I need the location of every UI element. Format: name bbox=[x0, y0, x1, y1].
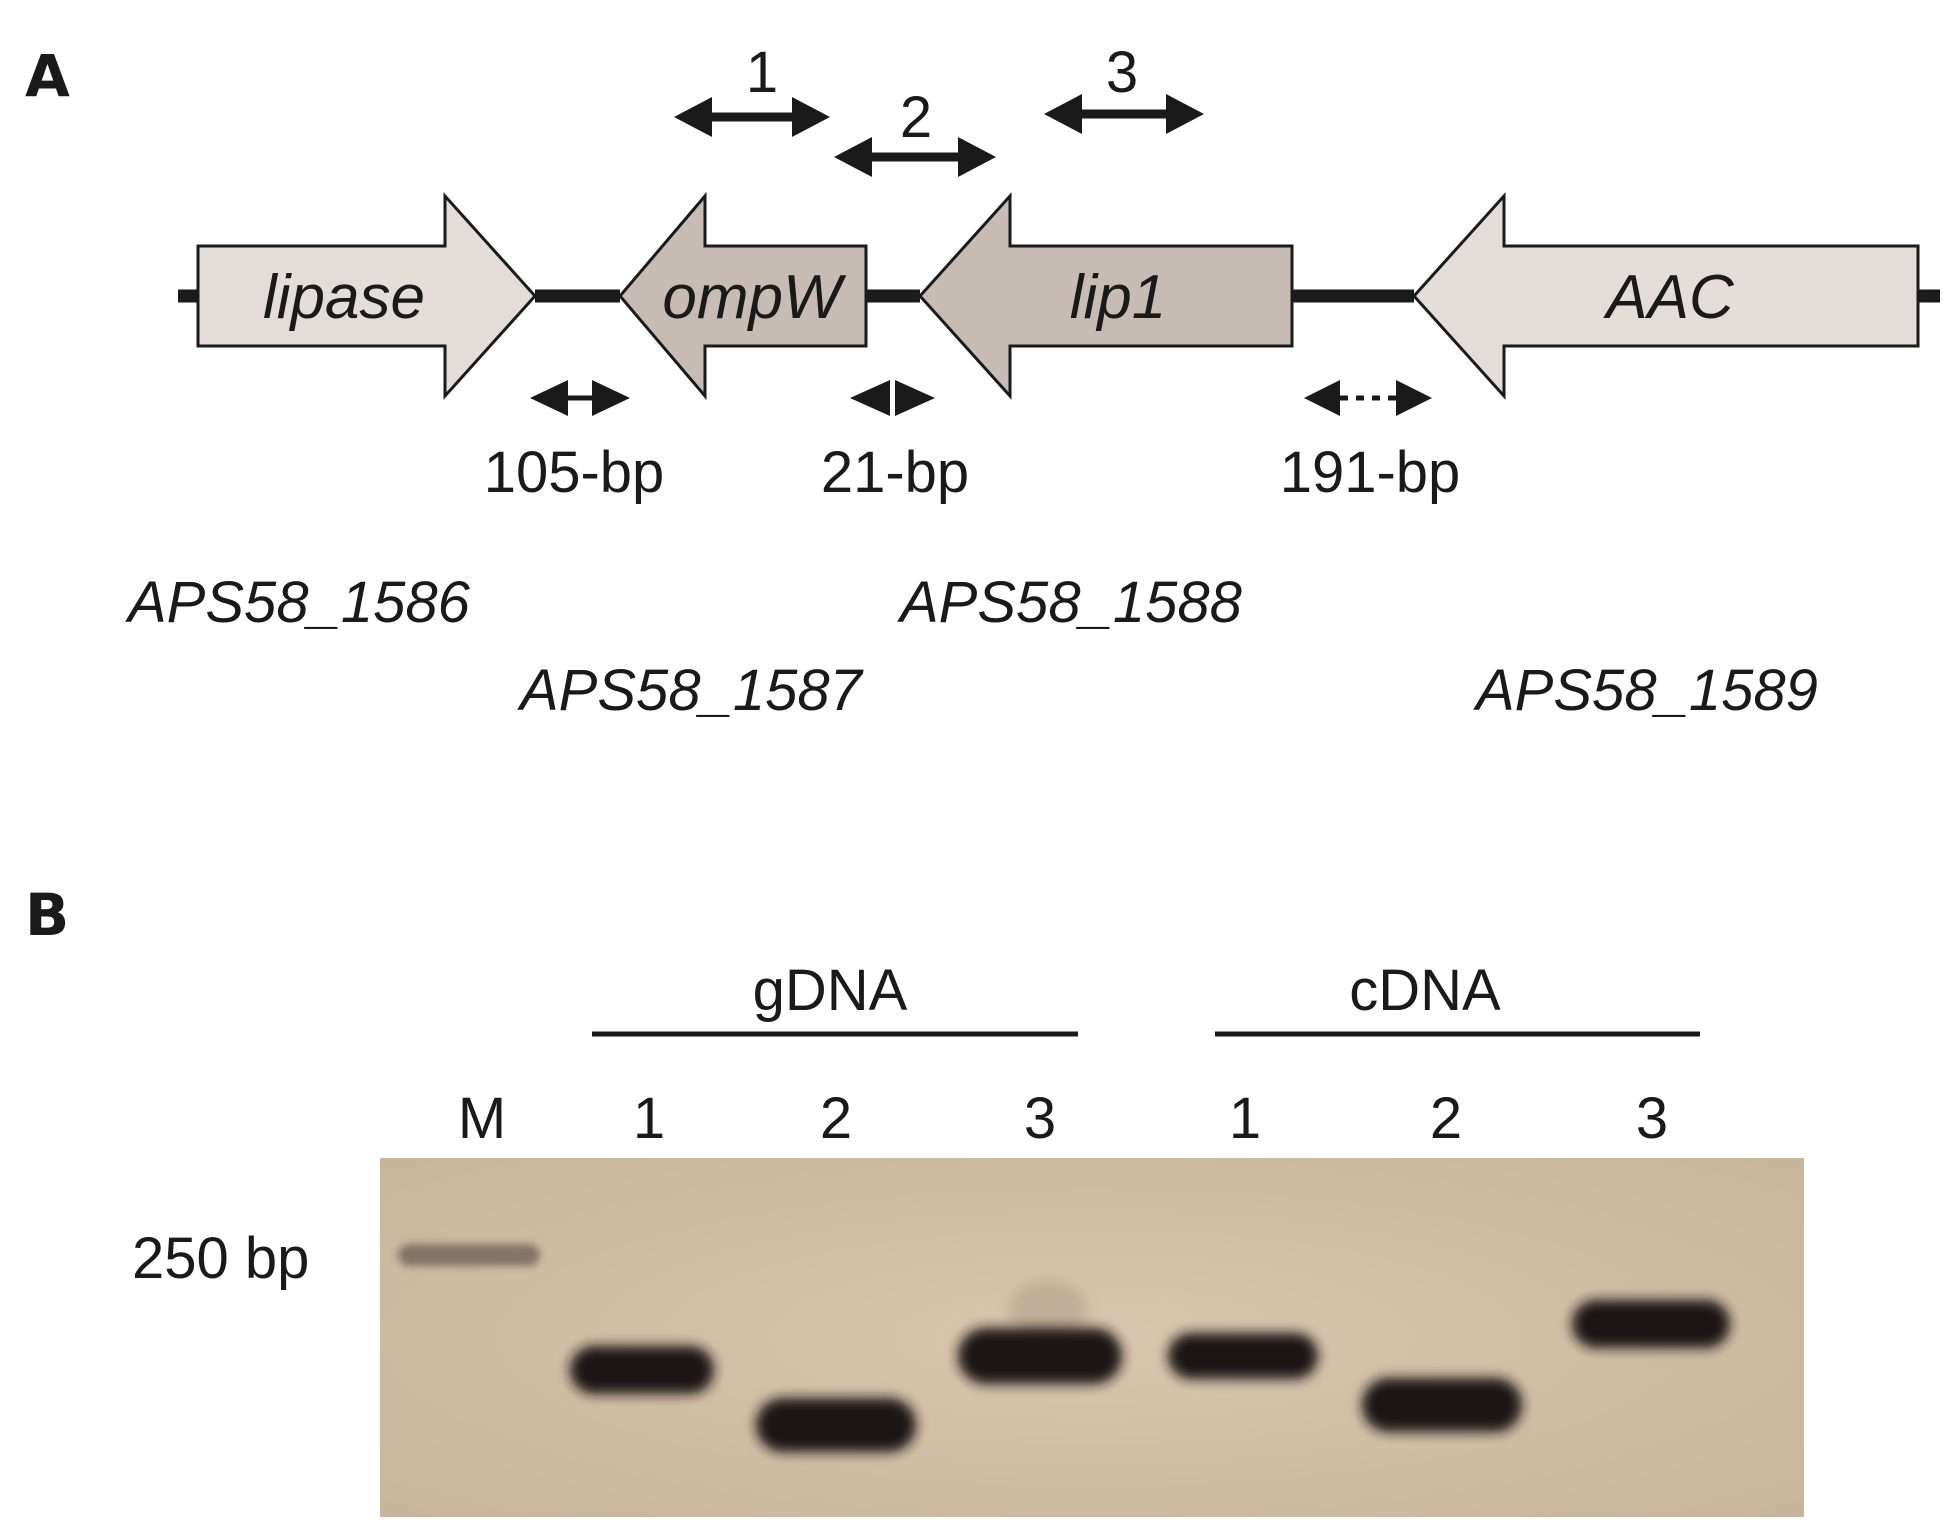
gap-label-21: 21-bp bbox=[821, 440, 969, 505]
amplicon-arrows bbox=[674, 94, 1204, 177]
amplicon-label-2: 2 bbox=[900, 85, 932, 150]
size-label-250bp: 250 bp bbox=[132, 1226, 309, 1291]
lane-label-cdna-1: 1 bbox=[1229, 1086, 1261, 1151]
gel-image bbox=[380, 1158, 1804, 1517]
gene-label-AAC: AAC bbox=[1602, 263, 1735, 332]
gene-ompW: ompW bbox=[618, 191, 868, 401]
lane-label-gdna-1: 1 bbox=[633, 1086, 665, 1151]
panel-b-label: B bbox=[25, 881, 69, 949]
locus-label-1587: APS58_1587 bbox=[517, 658, 865, 723]
lane-label-gdna-2: 2 bbox=[820, 1086, 852, 1151]
amplicon-arrow-2 bbox=[834, 137, 996, 177]
gene-lipase: lipase bbox=[196, 192, 538, 400]
gene-lip1: lip1 bbox=[917, 192, 1294, 400]
band-cdna-2 bbox=[1362, 1378, 1522, 1432]
gap-marker-21 bbox=[850, 380, 935, 416]
gene-AAC: AAC bbox=[1411, 192, 1920, 400]
band-cdna-3 bbox=[1572, 1300, 1730, 1348]
panel-a-label: A bbox=[25, 42, 70, 110]
band-gdna-3 bbox=[958, 1328, 1122, 1384]
gene-arrow-lipase bbox=[196, 192, 538, 400]
gap-label-191: 191-bp bbox=[1280, 440, 1461, 505]
gene-arrow-lip1 bbox=[917, 192, 1294, 400]
group-label-cdna: cDNA bbox=[1349, 958, 1501, 1023]
gene-label-lipase: lipase bbox=[263, 263, 425, 332]
gap-marker-105 bbox=[530, 380, 630, 416]
lane-label-marker: M bbox=[458, 1086, 506, 1151]
band-cdna-1 bbox=[1168, 1333, 1318, 1379]
amplicon-label-1: 1 bbox=[746, 40, 778, 105]
gene-arrow-AAC bbox=[1411, 192, 1920, 400]
gene-label-ompW: ompW bbox=[662, 263, 847, 332]
marker-band-250bp bbox=[398, 1244, 540, 1266]
lane-label-cdna-2: 2 bbox=[1430, 1086, 1462, 1151]
gap-marker-191 bbox=[1304, 380, 1432, 416]
locus-label-1589: APS58_1589 bbox=[1473, 658, 1818, 723]
lane-label-cdna-3: 3 bbox=[1636, 1086, 1668, 1151]
amplicon-label-3: 3 bbox=[1106, 40, 1138, 105]
amplicon-arrow-1 bbox=[674, 97, 830, 137]
band-gdna-1 bbox=[570, 1346, 714, 1394]
gene-arrow-ompW bbox=[618, 191, 868, 401]
amplicon-arrow-3 bbox=[1044, 94, 1204, 134]
gene-label-lip1: lip1 bbox=[1070, 263, 1167, 332]
intergenic-markers bbox=[530, 380, 1432, 416]
group-label-gdna: gDNA bbox=[753, 958, 908, 1023]
smear-gdna-3 bbox=[1008, 1280, 1088, 1340]
gap-label-105: 105-bp bbox=[484, 440, 665, 505]
locus-label-1586: APS58_1586 bbox=[125, 570, 471, 635]
band-gdna-2 bbox=[756, 1398, 916, 1452]
lane-label-gdna-3: 3 bbox=[1024, 1086, 1056, 1151]
locus-label-1588: APS58_1588 bbox=[897, 570, 1242, 635]
